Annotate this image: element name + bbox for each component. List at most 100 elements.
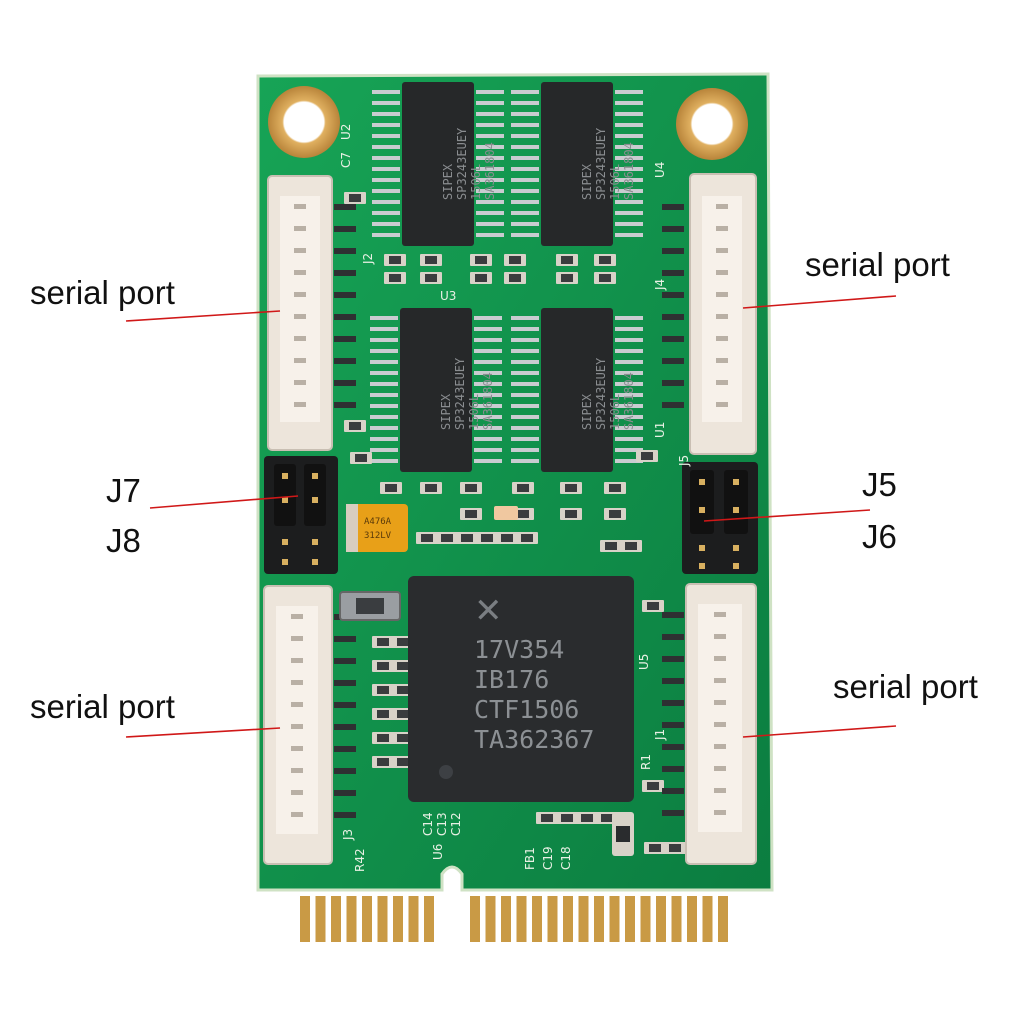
- edge-finger: [656, 896, 666, 942]
- passive-component-body: [561, 814, 573, 822]
- svg-text:CTF1506: CTF1506: [474, 695, 579, 724]
- chip-pin: [474, 316, 502, 320]
- connector-pin: [716, 336, 728, 341]
- edge-finger: [393, 896, 403, 942]
- connector-pin: [291, 658, 303, 663]
- connector-pin: [291, 614, 303, 619]
- connector-solder-lead: [334, 636, 356, 642]
- chip-pin: [370, 338, 398, 342]
- passive-component-body: [465, 484, 477, 492]
- connector-solder-lead: [334, 336, 356, 342]
- chip-pin: [615, 156, 643, 160]
- edge-finger: [640, 896, 651, 942]
- jumper-header-j7-j8: [264, 456, 338, 574]
- chip-pin: [615, 393, 643, 397]
- connector-solder-lead: [662, 810, 684, 816]
- connector-pin: [291, 702, 303, 707]
- chip-pin: [615, 448, 643, 452]
- passive-component-body: [461, 534, 473, 542]
- connector-pin: [714, 722, 726, 727]
- silkscreen-label: R42: [353, 848, 367, 872]
- passive-component-body: [649, 844, 661, 852]
- connector-solder-lead: [334, 248, 356, 254]
- passive-component-body: [397, 638, 409, 646]
- svg-text:17V354: 17V354: [474, 635, 564, 664]
- chip-pin: [511, 123, 539, 127]
- chip-pin: [474, 338, 502, 342]
- edge-finger: [532, 896, 542, 942]
- passive-component-body: [349, 194, 361, 202]
- connector-solder-lead: [334, 314, 356, 320]
- svg-text:SIPEXSP3243EUEY1506LSA361804: SIPEXSP3243EUEY1506LSA361804: [441, 127, 497, 200]
- chip-marking-line: SIPEX: [441, 163, 455, 200]
- chip-pin: [615, 211, 643, 215]
- jumper-pin: [699, 507, 705, 513]
- chip-pins: [370, 90, 643, 463]
- passive-component-body: [641, 452, 653, 460]
- chip-pin: [476, 222, 504, 226]
- connector-solder-lead: [662, 744, 684, 750]
- edge-finger: [702, 896, 713, 942]
- chip-pin: [372, 145, 400, 149]
- passive-component-body: [421, 534, 433, 542]
- connector-solder-lead: [662, 766, 684, 772]
- chip-pin: [370, 371, 398, 375]
- chip-marking-line: SA361804: [483, 142, 497, 200]
- passive-component-body: [385, 484, 397, 492]
- chip-pin: [511, 101, 539, 105]
- label-serial-port-top-left: serial port: [30, 274, 175, 311]
- chip-pin: [511, 448, 539, 452]
- chip-pin: [511, 145, 539, 149]
- chip-marking-line: SA361804: [622, 142, 636, 200]
- connector-solder-lead: [662, 292, 684, 298]
- chip-pin: [476, 233, 504, 237]
- chip-pin: [372, 233, 400, 237]
- chip-pin: [615, 233, 643, 237]
- silkscreen-label: J5: [677, 455, 691, 467]
- chip-marking-line: 1506L: [608, 394, 622, 430]
- chip-pin: [615, 167, 643, 171]
- passive-component-body: [616, 826, 630, 842]
- edge-finger: [501, 896, 511, 942]
- jumper-pin: [282, 559, 288, 565]
- edge-finger: [578, 896, 589, 942]
- chip-marking-line: 1506L: [608, 164, 622, 200]
- jumper-pin: [733, 479, 739, 485]
- silkscreen-label: U3: [440, 289, 456, 303]
- chip-pin: [476, 211, 504, 215]
- connector-pin: [294, 204, 306, 209]
- passive-component-body: [475, 256, 487, 264]
- chip-pin: [615, 222, 643, 226]
- chip-pin: [511, 404, 539, 408]
- chip-pin: [372, 200, 400, 204]
- chip-pin: [615, 404, 643, 408]
- connector-pin: [294, 292, 306, 297]
- silkscreen-label: C19: [541, 846, 555, 870]
- passive-component-body: [581, 814, 593, 822]
- chip-pin: [511, 167, 539, 171]
- passive-component-body: [601, 814, 613, 822]
- jumper-pin: [699, 545, 705, 551]
- connector-pin: [294, 226, 306, 231]
- chip-pin: [615, 338, 643, 342]
- silkscreen-label: U4: [653, 162, 667, 178]
- connector-pin: [714, 810, 726, 815]
- connector-solder-lead: [334, 270, 356, 276]
- label-serial-port-bottom-right: serial port: [833, 668, 978, 705]
- chip-pin: [474, 448, 502, 452]
- passive-component-body: [599, 274, 611, 282]
- passive-component-body: [605, 542, 617, 550]
- connector-pin: [716, 292, 728, 297]
- passive-component-body: [425, 484, 437, 492]
- passive-component-body: [377, 710, 389, 718]
- serial-connector-top-left: [267, 175, 333, 451]
- chip-pin: [511, 156, 539, 160]
- chip-marking-line: 1506L: [469, 164, 483, 200]
- connector-pin: [714, 700, 726, 705]
- passive-component-body: [517, 484, 529, 492]
- connector-solder-lead: [662, 700, 684, 706]
- passive-component-body: [647, 602, 659, 610]
- chip-pin: [511, 222, 539, 226]
- tantalum-capacitor: A476A 312LV: [346, 504, 408, 552]
